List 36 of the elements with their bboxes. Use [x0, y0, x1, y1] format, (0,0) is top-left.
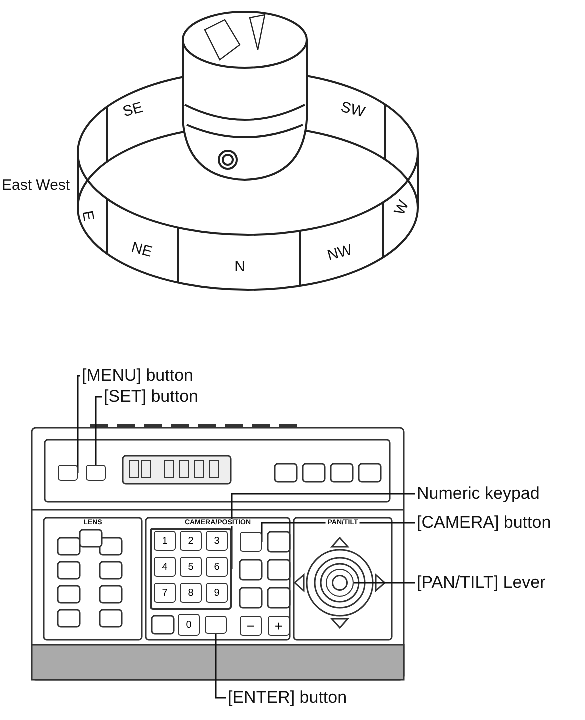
direction-label: SE [121, 100, 145, 120]
callout-label: [SET] button [104, 387, 198, 407]
keypad-key: 2 [180, 531, 202, 551]
callout-label: [CAMERA] button [417, 513, 552, 533]
keypad-key: 1 [154, 531, 176, 551]
enter-key [205, 616, 227, 634]
direction-label: NW [326, 242, 354, 264]
keypad-key: 5 [180, 557, 202, 577]
direction-label: W [392, 198, 412, 218]
keypad-key: 6 [206, 557, 228, 577]
callout-label: [PAN/TILT] Lever [417, 573, 546, 593]
leader-line [95, 396, 102, 465]
keypad-key: 3 [206, 531, 228, 551]
keypad-key: 0 [178, 614, 200, 636]
direction-label: SW [339, 100, 367, 120]
keypad-key: 8 [180, 583, 202, 603]
direction-label: East West [2, 178, 70, 193]
menu-key [58, 465, 78, 481]
set-key [86, 465, 106, 481]
leader-line [77, 375, 80, 473]
numeric-keypad [150, 528, 232, 610]
keypad-key: 9 [206, 583, 228, 603]
direction-label: E [80, 210, 96, 222]
camera-key [240, 532, 262, 552]
leader-line [354, 582, 415, 584]
leader-line [215, 634, 226, 699]
callout-label: [MENU] button [82, 366, 194, 386]
keypad-key: 4 [154, 557, 176, 577]
direction-label: N [234, 260, 246, 274]
keypad-key: − [240, 616, 262, 636]
callout-label: [ENTER] button [228, 688, 348, 708]
callout-label: Numeric keypad [417, 484, 540, 504]
keypad-key: + [268, 616, 290, 636]
leader-line [231, 493, 415, 569]
keypad-key: 7 [154, 583, 176, 603]
direction-label: NE [130, 240, 154, 260]
